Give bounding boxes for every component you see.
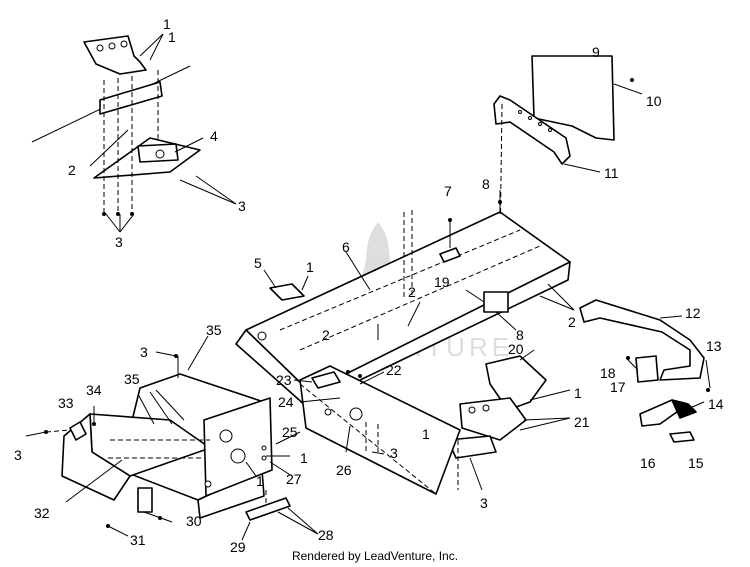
callout-label: 34 — [86, 382, 102, 398]
callout-label: 6 — [342, 239, 350, 255]
callout-label: 3 — [140, 344, 148, 360]
callout-label: 29 — [230, 539, 246, 555]
callout-labels: 1 1 2 3 3 4 5 1 6 7 8 9 10 11 12 13 14 1… — [14, 16, 724, 555]
callout-label: 12 — [685, 305, 701, 321]
callout-label: 13 — [706, 338, 722, 354]
callout-label: 19 — [434, 274, 450, 290]
callout-label: 2 — [568, 314, 576, 330]
callout-label: 35 — [124, 371, 140, 387]
main-frame-rail — [235, 190, 575, 407]
callout-label: 21 — [574, 414, 590, 430]
callout-label: 15 — [688, 455, 704, 471]
callout-label: 24 — [278, 394, 294, 410]
callout-label: 2 — [68, 162, 76, 178]
callout-label: 5 — [254, 255, 262, 271]
tray-assembly — [25, 335, 301, 537]
shield-bracket-assembly — [493, 55, 643, 253]
callout-label: 23 — [276, 372, 292, 388]
mount-bracket-assembly — [447, 349, 571, 491]
callout-label: 7 — [444, 183, 452, 199]
u-handle-assembly — [579, 299, 711, 443]
callout-label: 11 — [604, 165, 619, 181]
callout-label: 16 — [640, 455, 656, 471]
callout-label: 8 — [516, 327, 524, 343]
callout-label: 3 — [480, 495, 488, 511]
callout-label: 2 — [408, 284, 416, 300]
callout-label: 17 — [610, 379, 626, 395]
callout-label: 28 — [318, 527, 334, 543]
hitch-plate-assembly — [31, 33, 237, 233]
callout-label: 14 — [708, 396, 724, 412]
callout-label: 26 — [336, 462, 352, 478]
callout-label: 1 — [422, 426, 430, 442]
callout-label: 1 — [163, 16, 171, 32]
callout-label: 4 — [210, 128, 218, 144]
callout-label: 25 — [282, 424, 298, 440]
callout-label: 9 — [592, 44, 600, 60]
callout-label: 1 — [574, 385, 582, 401]
callout-label: 18 — [600, 365, 616, 381]
callout-label: 1 — [168, 29, 176, 45]
callout-label: 35 — [206, 322, 222, 338]
callout-label: 31 — [130, 532, 146, 548]
callout-label: 22 — [386, 362, 402, 378]
callout-label: 3 — [115, 234, 123, 250]
footer-credit: Rendered by LeadVenture, Inc. — [291, 549, 459, 563]
callout-label: 30 — [186, 513, 202, 529]
small-plate — [263, 269, 309, 301]
callout-label: 3 — [14, 447, 22, 463]
callout-label: 1 — [256, 473, 264, 489]
callout-label: 3 — [238, 198, 246, 214]
callout-label: 1 — [306, 259, 314, 275]
callout-label: 2 — [322, 327, 330, 343]
side-plate-assembly — [293, 365, 461, 495]
callout-label: 33 — [58, 395, 74, 411]
callout-label: 27 — [286, 471, 302, 487]
callout-label: 20 — [508, 341, 524, 357]
callout-label: 3 — [390, 445, 398, 461]
bottom-bracket — [241, 490, 319, 541]
callout-label: 1 — [300, 450, 308, 466]
callout-label: 10 — [646, 93, 662, 109]
callout-label: 8 — [482, 176, 490, 192]
callout-label: 32 — [34, 505, 50, 521]
